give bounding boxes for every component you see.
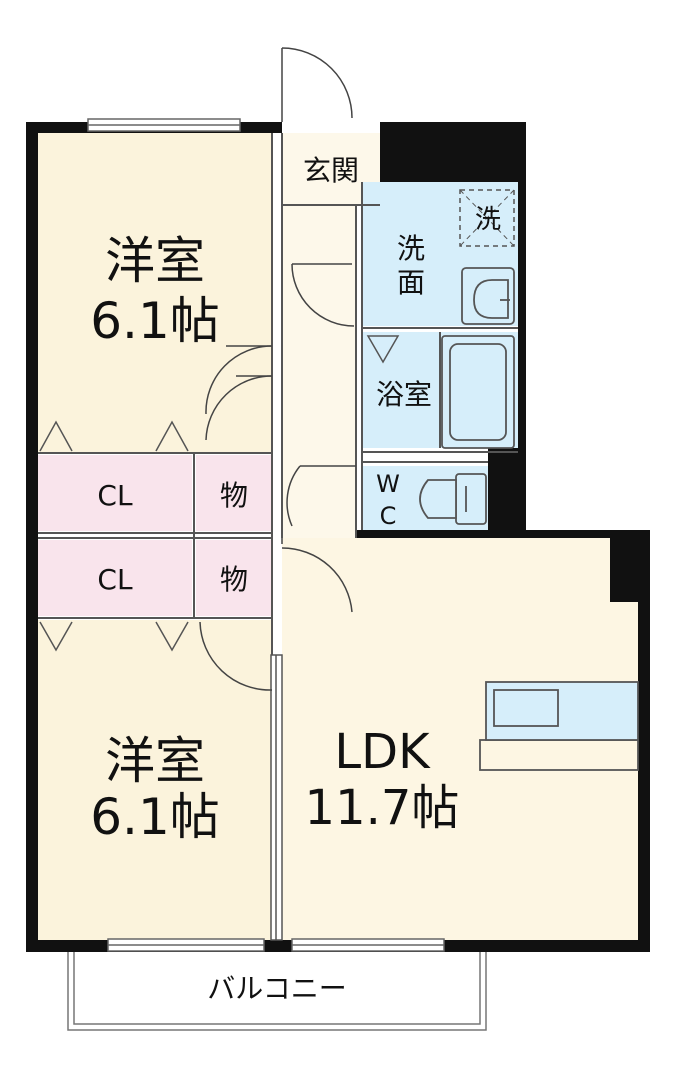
washer-label: 洗: [475, 205, 501, 235]
sliding-door-ldk: [270, 654, 283, 941]
balcony: [67, 952, 487, 1031]
wash-basin: [461, 267, 515, 325]
western-lower-name: 洋室: [105, 732, 205, 790]
closet-upper-label: CL: [97, 479, 133, 512]
storage-lower-label: 物: [220, 563, 248, 596]
western-lower-size: 6.1帖: [90, 788, 220, 846]
ldk-name: LDK: [334, 724, 431, 780]
closet-upper: [38, 455, 192, 531]
storage-upper-label: 物: [220, 479, 248, 512]
closet-door-markers: [39, 420, 189, 652]
bathroom-label: 浴室: [376, 378, 432, 411]
room-western-upper: [38, 133, 272, 453]
ldk-size: 11.7帖: [305, 780, 460, 836]
wc-label-2: C: [380, 502, 397, 530]
storage-lower: [196, 540, 272, 616]
western-upper-name: 洋室: [105, 232, 205, 290]
toilet: [419, 473, 487, 525]
western-upper-size: 6.1帖: [90, 292, 220, 350]
wc-label-1: W: [376, 470, 400, 498]
kitchen-counter: [479, 681, 639, 771]
washroom-label-2: 面: [397, 266, 425, 299]
storage-upper: [196, 455, 272, 531]
washroom-label-1: 洗: [397, 232, 425, 265]
room-western-lower: [38, 620, 272, 940]
bathtub: [441, 335, 515, 449]
washer-pan: [459, 189, 515, 247]
balcony-label: バルコニー: [207, 972, 346, 1005]
entrance-label: 玄関: [303, 154, 359, 187]
closet-lower: [38, 540, 192, 616]
door-swings: [199, 47, 356, 691]
windows: [87, 118, 445, 952]
closet-lower-label: CL: [97, 563, 133, 596]
bath-triangle: [366, 335, 400, 364]
